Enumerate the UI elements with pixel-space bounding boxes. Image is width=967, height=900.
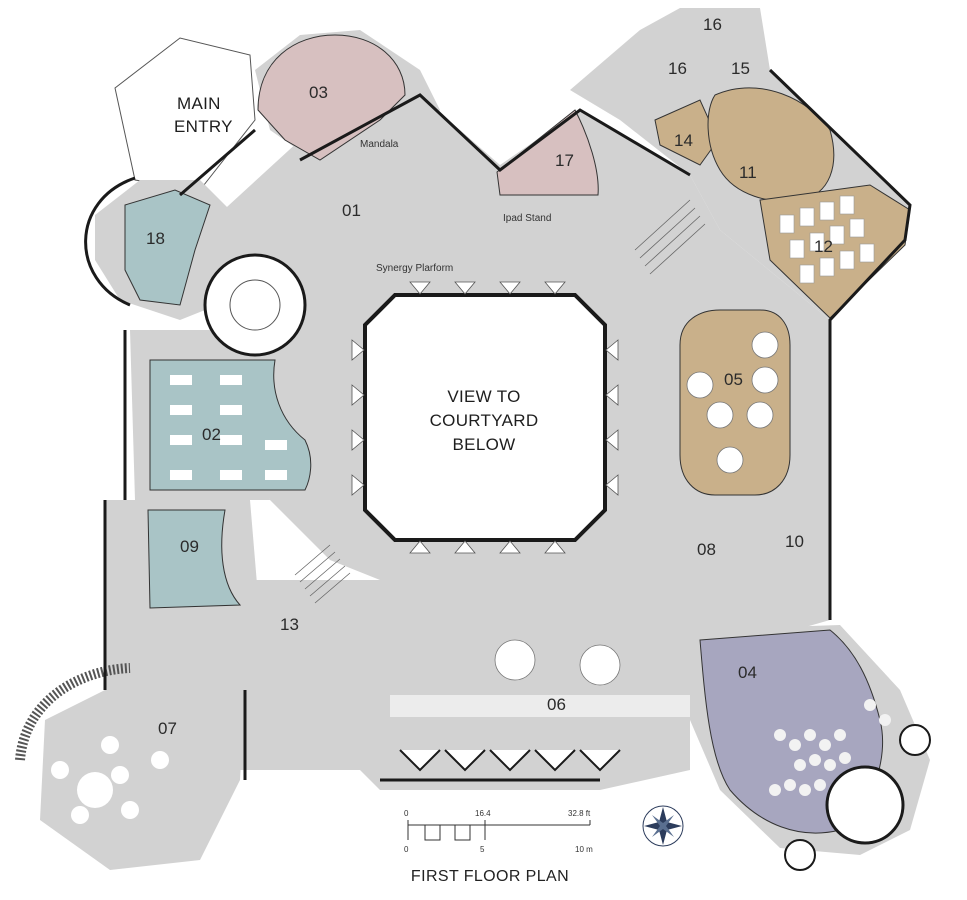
room-05-label: 05 [724, 370, 743, 389]
room-07-label: 07 [158, 719, 177, 738]
room-16-label-top: 16 [703, 15, 722, 34]
room-02-area [149, 359, 312, 491]
room-07-circle [15, 663, 169, 824]
room-14-area [654, 99, 719, 166]
compass-rose-icon [642, 805, 684, 847]
main-entry-line1: MAIN [177, 94, 221, 113]
room-12-area [759, 184, 911, 319]
room-18-wall [84, 176, 136, 307]
room-12-label: 12 [814, 237, 833, 256]
scale-ft-0: 0 [404, 809, 409, 818]
scale-ft-end: 32.8 ft [568, 809, 591, 818]
room-15-label: 15 [731, 59, 750, 78]
ipad-stand-label: Ipad Stand [503, 213, 551, 224]
courtyard-fins [351, 281, 619, 554]
room-06-tables [390, 639, 690, 717]
room-09-label: 09 [180, 537, 199, 556]
scale-m-mid: 5 [480, 845, 485, 854]
scale-ft-mid: 16.4 [475, 809, 491, 818]
room-17-label: 17 [555, 151, 574, 170]
room-03-area [257, 34, 406, 161]
courtyard-line2: COURTYARD [430, 411, 539, 430]
courtyard-line1: VIEW TO [447, 387, 520, 406]
room-12-tables [779, 195, 875, 284]
room-18-label: 18 [146, 229, 165, 248]
scale-m-0: 0 [404, 845, 409, 854]
room-04-seating [769, 699, 891, 796]
room-08-label: 08 [697, 540, 716, 559]
stairs [294, 199, 706, 604]
main-entry-line2: ENTRY [174, 117, 233, 136]
outer-walls [103, 68, 912, 782]
room-03-label: 03 [309, 83, 328, 102]
room-02-label: 02 [202, 425, 221, 444]
colored-rooms [124, 34, 911, 834]
room-11-label: 11 [739, 163, 757, 182]
scale-bar [407, 820, 591, 841]
room-09-area [147, 509, 242, 609]
south-bays [399, 749, 621, 772]
room-14-label: 14 [674, 131, 693, 150]
courtyard-line3: BELOW [453, 435, 516, 454]
room-01-label: 01 [342, 201, 361, 220]
room-05-tables [686, 331, 779, 474]
plan-title: FIRST FLOOR PLAN [411, 868, 569, 885]
mandala-label: Mandala [360, 139, 399, 150]
main-entry-outline [114, 37, 256, 191]
scale-m-end: 10 m [575, 845, 593, 854]
room-04-label: 04 [738, 663, 757, 682]
room-16-label-bottom: 16 [668, 59, 687, 78]
room-02-desks [170, 375, 287, 480]
text-labels: MAIN ENTRY VIEW TO COURTYARD BELOW Manda… [146, 15, 833, 885]
synergy-label: Synergy Plarform [376, 263, 453, 274]
room-13-label: 13 [280, 615, 299, 634]
room-10-label: 10 [785, 532, 804, 551]
spiral-stair [203, 253, 307, 357]
courtyard [363, 293, 607, 542]
room-04-round [825, 765, 905, 845]
room-06-label: 06 [547, 695, 566, 714]
